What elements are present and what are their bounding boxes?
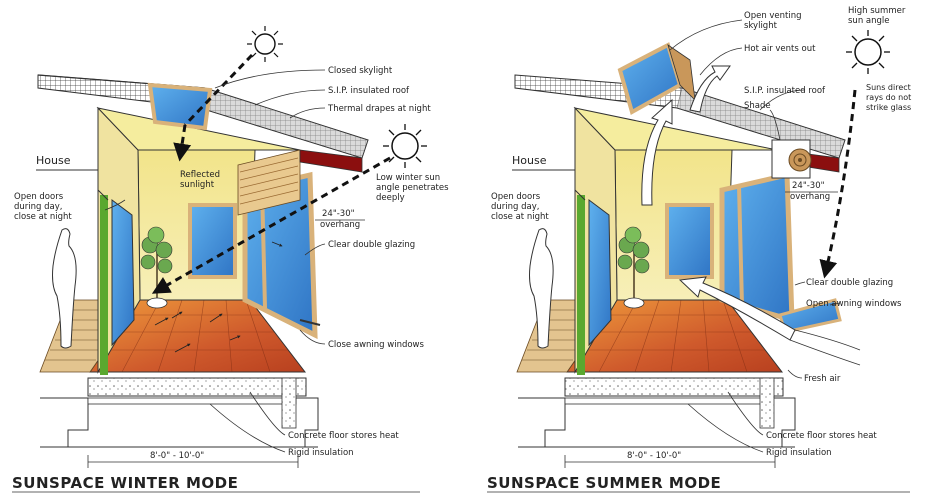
summer-label-overhang-1: 24"-30" <box>792 181 825 191</box>
summer-label-open-awning: Open awning windows <box>806 299 902 309</box>
summer-label-concrete-floor: Concrete floor stores heat <box>766 431 877 441</box>
summer-label-width: 8'-0" - 10'-0" <box>627 451 681 461</box>
winter-door-glass <box>111 199 135 347</box>
winter-panel: House <box>12 26 449 493</box>
summer-label-direct-rays-3: strike glass <box>866 103 911 112</box>
winter-foundation <box>40 377 319 448</box>
summer-fresh-air-arrow <box>678 276 796 341</box>
winter-label-low-sun-2: angle penetrates <box>376 183 449 193</box>
summer-label-fresh-air: Fresh air <box>804 374 841 384</box>
winter-house-label: House <box>36 154 71 167</box>
summer-ceiling <box>573 107 778 151</box>
winter-label-clear-glazing: Clear double glazing <box>328 240 415 250</box>
winter-label-width: 8'-0" - 10'-0" <box>150 451 204 461</box>
winter-thermal-drapes <box>237 149 301 216</box>
summer-label-sip-roof: S.I.P. insulated roof <box>744 86 826 96</box>
winter-label-low-sun-1: Low winter sun <box>376 173 440 183</box>
summer-door-glass <box>588 199 612 347</box>
summer-label-rigid-insulation: Rigid insulation <box>766 448 832 458</box>
winter-label-closed-skylight: Closed skylight <box>328 66 393 76</box>
winter-label-open-doors-2: during day, <box>14 202 62 212</box>
summer-label-open-doors-2: during day, <box>491 202 539 212</box>
summer-back-window <box>665 203 714 279</box>
summer-green-edge <box>577 195 585 375</box>
winter-label-reflected-2: sunlight <box>180 180 215 190</box>
winter-label-rigid-insulation: Rigid insulation <box>288 448 354 458</box>
winter-label-sip-roof: S.I.P. insulated roof <box>328 86 410 96</box>
winter-sun-rays <box>151 53 391 294</box>
winter-label-open-doors-3: close at night <box>14 212 72 222</box>
summer-label-hot-air: Hot air vents out <box>744 44 816 54</box>
summer-label-high-sun-1: High summer <box>848 6 906 16</box>
summer-label-direct-rays-2: rays do not <box>866 93 911 102</box>
winter-label-reflected-1: Reflected <box>180 170 220 180</box>
summer-shade <box>771 139 812 179</box>
summer-plant <box>617 226 650 309</box>
summer-label-open-doors-3: close at night <box>491 212 549 222</box>
winter-label-overhang-2: overhang <box>320 220 360 230</box>
winter-heat-arrows <box>154 241 283 353</box>
summer-sun-ray <box>819 89 857 279</box>
summer-label-direct-rays-1: Suns direct <box>866 83 911 92</box>
summer-label-open-skylight-2: skylight <box>744 21 778 31</box>
summer-title: SUNSPACE SUMMER MODE <box>487 474 721 492</box>
summer-label-overhang-2: overhang <box>790 192 830 202</box>
summer-hot-air-arrows <box>641 65 731 206</box>
winter-leaders <box>104 69 326 453</box>
winter-label-open-doors-1: Open doors <box>14 192 64 202</box>
winter-label-low-sun-3: deeply <box>376 193 405 203</box>
winter-label-thermal-drapes: Thermal drapes at night <box>327 104 431 114</box>
winter-person <box>52 228 77 349</box>
winter-label-concrete-floor: Concrete floor stores heat <box>288 431 399 441</box>
winter-label-close-awning: Close awning windows <box>328 340 424 350</box>
winter-plant <box>140 226 173 309</box>
summer-label-clear-glazing: Clear double glazing <box>806 278 893 288</box>
summer-label-high-sun-2: sun angle <box>848 16 890 26</box>
winter-sun-low-icon <box>383 124 427 168</box>
winter-label-overhang-1: 24"-30" <box>322 209 355 219</box>
summer-house-label: House <box>512 154 547 167</box>
summer-label-open-doors-1: Open doors <box>491 192 541 202</box>
summer-label-shade: Shade <box>744 101 771 111</box>
summer-label-open-skylight-1: Open venting <box>744 11 802 21</box>
summer-leaders <box>669 19 841 453</box>
winter-back-window <box>188 203 237 279</box>
winter-title: SUNSPACE WINTER MODE <box>12 474 238 492</box>
summer-sun-high-icon <box>846 30 890 74</box>
summer-person <box>529 228 554 349</box>
summer-panel: House Open venting <box>487 6 911 493</box>
summer-foundation <box>518 377 796 448</box>
winter-green-edge <box>100 195 108 375</box>
